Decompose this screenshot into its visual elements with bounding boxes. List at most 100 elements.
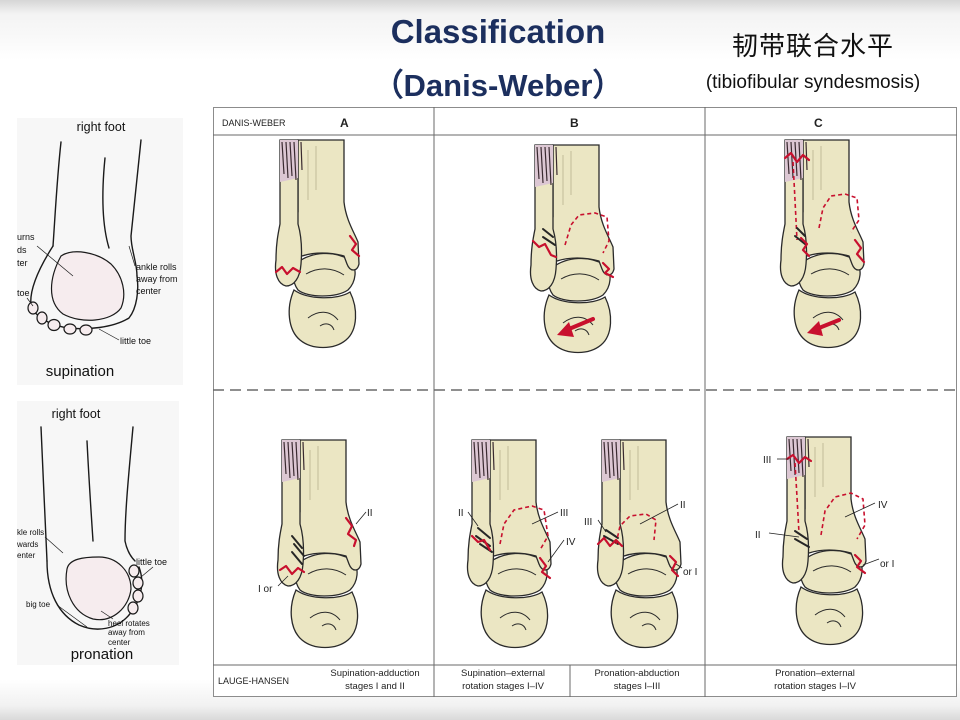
stage-label-iii: III (763, 455, 771, 466)
pronation-external-rotation-illustration: III IV II or I (755, 436, 894, 646)
label-turns-line1: urns (17, 232, 35, 242)
supination-external-rotation-illustration: II III IV (458, 439, 576, 649)
fibula-oblique-fracture (531, 239, 558, 259)
caption-pronation-external-line1: Pronation–external (775, 668, 855, 679)
leader-line (26, 297, 34, 307)
rotation-arrow-head (807, 321, 823, 336)
syndesmosis-ligament-hatch (794, 530, 810, 548)
fibula-comminuted-fracture (596, 536, 624, 548)
stage-label-iii: III (560, 508, 568, 519)
leg-outline-right (130, 139, 142, 277)
pronation-foot-figure: right foot kle rolls wards enter little … (17, 401, 179, 665)
ankle-bones (529, 144, 615, 354)
slide-title: Classification (390, 13, 606, 50)
label-ankle-line2: away from (136, 274, 178, 284)
label-turns-line3: ter (17, 258, 28, 268)
classification-drawing: DANIS-WEBER A B C (213, 107, 957, 697)
fibula-fracture-line (794, 462, 800, 534)
medial-malleolus-fracture (853, 238, 866, 264)
toe (63, 323, 77, 335)
caption-supination-external-line2: rotation stages I–IV (462, 681, 545, 692)
stage-label-ii: II (367, 508, 373, 519)
lateral-ligament-hatch (291, 535, 305, 565)
toe (127, 601, 139, 615)
weber-c-illustration (779, 139, 866, 349)
leader-line (36, 245, 74, 277)
caption-pronation-abduction-line2: stages I–III (614, 681, 660, 692)
medial-malleolus-fracture (601, 261, 615, 279)
label-heel-line1: heel rotates (108, 619, 150, 628)
pronation-abduction-illustration: III II or I (584, 439, 697, 649)
supination-foot-figure: right foot urns ds ter toe ankle rolls a… (17, 118, 183, 385)
stage-ii-posterior-fragment (615, 513, 657, 545)
leader-line (56, 604, 88, 628)
label-ankle-line2: wards (17, 540, 38, 549)
label-ankle-line1: kle rolls (17, 528, 44, 537)
label-ankle-line3: center (136, 286, 161, 296)
toe (47, 318, 61, 332)
label-ankle-line1: ankle rolls (136, 262, 177, 272)
lauge-hansen-row-label: LAUGE-HANSEN (218, 676, 289, 686)
leader-line (98, 328, 120, 341)
stage-label-ii: II (458, 508, 464, 519)
slide-subtitle: （Danis-Weber） (372, 68, 624, 103)
leader-line (768, 532, 800, 538)
toe (27, 301, 39, 315)
stage-label-ii: II (755, 530, 761, 541)
leader-line (44, 536, 64, 554)
label-little-toe: little toe (136, 557, 167, 567)
stage-i-fibula-fracture (278, 564, 306, 576)
stage-label-iv: IV (878, 500, 888, 511)
high-fibula-fracture (783, 151, 811, 164)
column-label-a: A (340, 116, 349, 130)
ankle-bones (596, 439, 682, 649)
label-big-toe: big toe (26, 600, 51, 609)
toe (79, 324, 93, 336)
caption-supination-adduction-line2: stages I and II (345, 681, 405, 692)
supination-caption: supination (46, 363, 114, 380)
label-ankle-line3: enter (17, 551, 36, 560)
tendon-line (86, 440, 94, 542)
leader-line (675, 563, 683, 569)
leader-line (467, 511, 479, 527)
heel-sole (51, 251, 125, 321)
syndesmosis-ligament-hatch (794, 227, 806, 245)
caption-pronation-abduction-line1: Pronation-abduction (594, 668, 679, 679)
supination-figure-header: right foot (77, 120, 126, 134)
leg-outline-left (52, 141, 62, 247)
toe (132, 576, 144, 590)
stage-iv-medial-fracture (538, 556, 552, 580)
leader-line (639, 503, 679, 525)
toe (132, 589, 144, 603)
rotation-arrow-head (557, 322, 574, 337)
leader-line (355, 511, 367, 525)
stage-iii-posterior-fragment (499, 505, 549, 551)
caption-supination-adduction-line1: Supination-adduction (330, 668, 419, 679)
tendon-line (102, 157, 110, 249)
ankle-bones (781, 436, 867, 646)
stage-label-i-or: I or (258, 584, 273, 595)
label-heel-line3: center (108, 638, 131, 647)
leader-line (844, 502, 876, 518)
column-label-b: B (570, 116, 579, 130)
syndesmosis-subheading: (tibiofibular syndesmosis) (705, 72, 921, 93)
leader-line (140, 566, 154, 578)
label-heel-line2: away from (108, 628, 145, 637)
supination-foot-drawing: right foot urns ds ter toe ankle rolls a… (17, 120, 178, 380)
ankle-bones (274, 139, 360, 349)
syndesmosis-heading: 韧带联合水平 (731, 31, 894, 61)
ankle-bones (276, 439, 362, 649)
toe (128, 564, 140, 578)
column-label-c: C (814, 116, 823, 130)
heel-sole (65, 556, 132, 621)
supination-adduction-illustration: II I or (258, 439, 373, 649)
label-little-toe: little toe (120, 336, 151, 346)
syndesmosis-tear (799, 236, 811, 258)
syndesmosis-ligament-hatch (542, 228, 556, 246)
caption-pronation-external-line2: rotation stages I–IV (774, 681, 857, 692)
posterior-malleolus-outline (564, 212, 610, 254)
pronation-caption: pronation (71, 646, 134, 663)
leader-line (100, 610, 114, 620)
leg-outline-left (40, 426, 48, 562)
pronation-figure-header: right foot (52, 407, 101, 421)
